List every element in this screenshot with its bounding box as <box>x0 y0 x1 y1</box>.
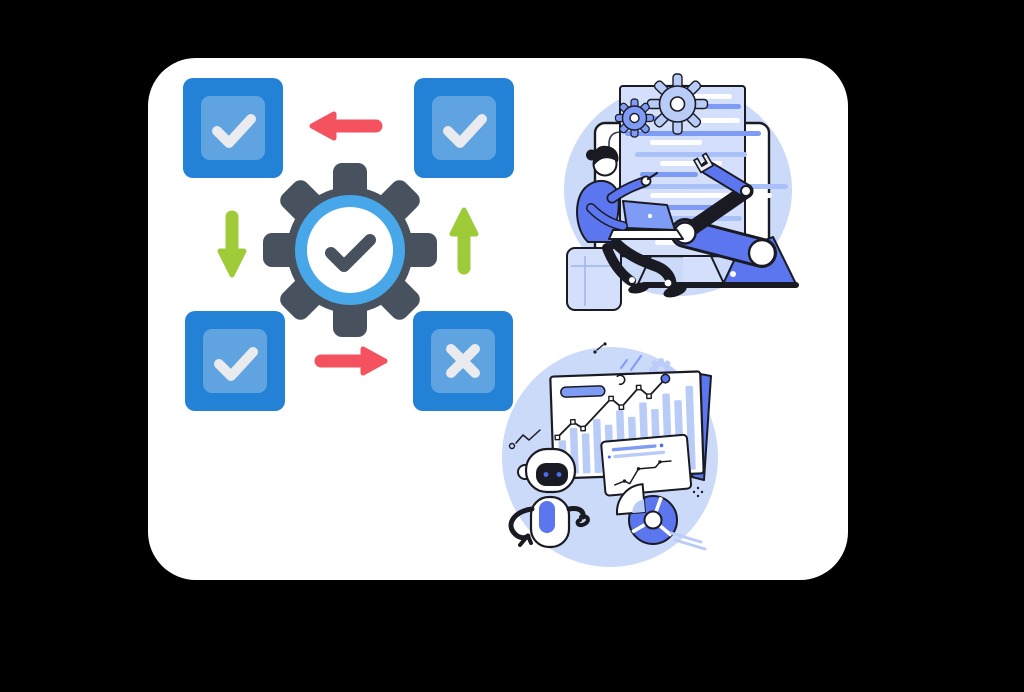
checkbox-tile-bottom-left <box>185 311 285 411</box>
checkbox-inner <box>432 96 496 160</box>
line-chart-points <box>554 373 671 441</box>
head <box>586 145 619 177</box>
checkbox-inner <box>201 96 265 160</box>
shoe <box>663 284 687 298</box>
check-icon <box>214 347 258 381</box>
trend-line-points <box>622 460 662 483</box>
slash-doodle <box>630 355 642 371</box>
streak-doodle <box>673 538 707 551</box>
robot-left-arm <box>508 506 535 547</box>
sparkle-icon <box>692 486 704 498</box>
hair <box>592 145 619 166</box>
analytics-illustration <box>502 342 718 567</box>
robot-mascot <box>508 447 590 549</box>
automation-illustration <box>564 73 799 311</box>
checkbox-tile-top-right <box>414 78 514 178</box>
arrow-up-icon <box>449 207 479 275</box>
check-icon <box>212 114 256 148</box>
checkbox-tile-top-left <box>183 78 283 178</box>
arm-mid-segment <box>677 183 754 241</box>
arrow-right-icon <box>314 346 388 376</box>
cross-icon <box>446 344 480 378</box>
slash-doodle <box>620 359 628 369</box>
arrow-left-icon <box>309 111 383 141</box>
trend-card <box>600 433 693 497</box>
robot-eye <box>543 472 549 477</box>
gear-center <box>307 207 393 293</box>
checkbox-inner <box>431 329 495 393</box>
checkbox-inner <box>203 329 267 393</box>
shoe <box>628 282 650 294</box>
check-icon <box>443 114 487 148</box>
exploded-wedge <box>616 483 646 516</box>
gripper-claw-icon <box>693 152 714 174</box>
zigzag-doodle <box>508 342 607 450</box>
streak-doodle <box>669 531 703 544</box>
robot-chest-panel <box>539 501 555 533</box>
gear-icon-large <box>646 73 709 135</box>
robot-right-arm <box>566 506 590 528</box>
donut-hole <box>643 510 663 530</box>
illustration-card <box>148 58 848 580</box>
checkbox-tile-bottom-right <box>413 311 513 411</box>
arm-on-laptop <box>586 203 628 231</box>
board-title-chip <box>560 385 606 398</box>
laptop-icon <box>608 200 684 240</box>
robot-face-visor <box>536 463 568 486</box>
arrow-down-icon <box>217 210 247 278</box>
robot-eye <box>556 472 562 477</box>
check-icon <box>325 234 376 272</box>
hair-bun <box>586 149 597 161</box>
gear-icon-small <box>614 98 655 138</box>
pie-chart-graphic <box>616 483 678 545</box>
legs <box>602 234 687 298</box>
arm-joint-large <box>747 238 777 268</box>
curl-doodle <box>616 374 626 386</box>
woman-figure <box>566 145 687 311</box>
process-gear-icon <box>263 163 437 337</box>
pointing-arm <box>606 171 659 204</box>
